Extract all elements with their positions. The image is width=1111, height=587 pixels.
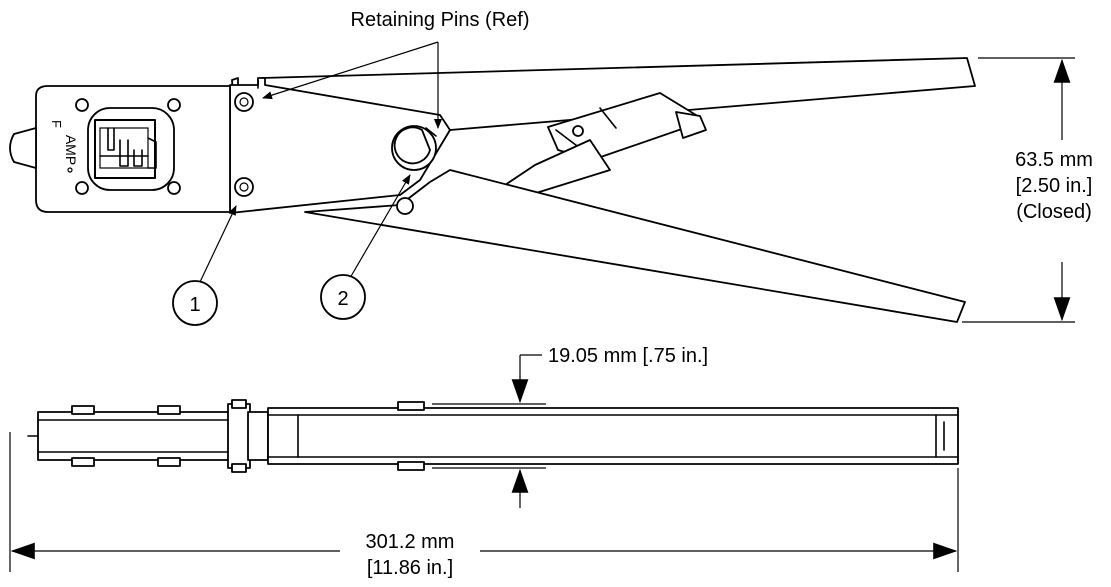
callout-1: 1: [172, 205, 237, 326]
screw-hole: [75, 181, 89, 195]
die-letter-marking: F: [49, 120, 64, 128]
die-insert: [94, 119, 157, 179]
length-dim-in: [11.86 in.]: [367, 557, 453, 579]
screw-hole: [75, 98, 89, 112]
front-tab: [9, 127, 37, 169]
width-dimension: 19.05 mm [.75 in.]: [511, 345, 708, 508]
top-view-tool: [27, 399, 959, 473]
screw-hole: [167, 181, 181, 195]
height-dim-in: [2.50 in.]: [1016, 175, 1093, 197]
length-dimension: 301.2 mm [11.86 in.]: [9, 432, 959, 579]
retaining-pin-2: [391, 125, 437, 171]
screw-hole: [167, 98, 181, 112]
retaining-pins-label: Retaining Pins (Ref): [351, 9, 530, 31]
callout-2: 2: [320, 174, 411, 320]
length-dim-mm: 301.2 mm: [366, 531, 455, 553]
height-dimension: 63.5 mm [2.50 in.] (Closed): [962, 57, 1093, 323]
handle-body: [267, 407, 959, 465]
handle-pivot: [396, 197, 414, 215]
side-view-tool: AMP F: [9, 57, 976, 323]
retaining-pins-leaders: [262, 41, 442, 129]
height-dim-mm: 63.5 mm: [1015, 149, 1093, 171]
retaining-pin-1: [234, 92, 254, 197]
callout-2-label: 2: [337, 288, 348, 310]
callout-1-label: 1: [189, 294, 200, 316]
die-brand-marking: AMP: [63, 135, 79, 165]
height-dim-note: (Closed): [1016, 201, 1092, 223]
width-dim-label: 19.05 mm [.75 in.]: [548, 345, 708, 367]
